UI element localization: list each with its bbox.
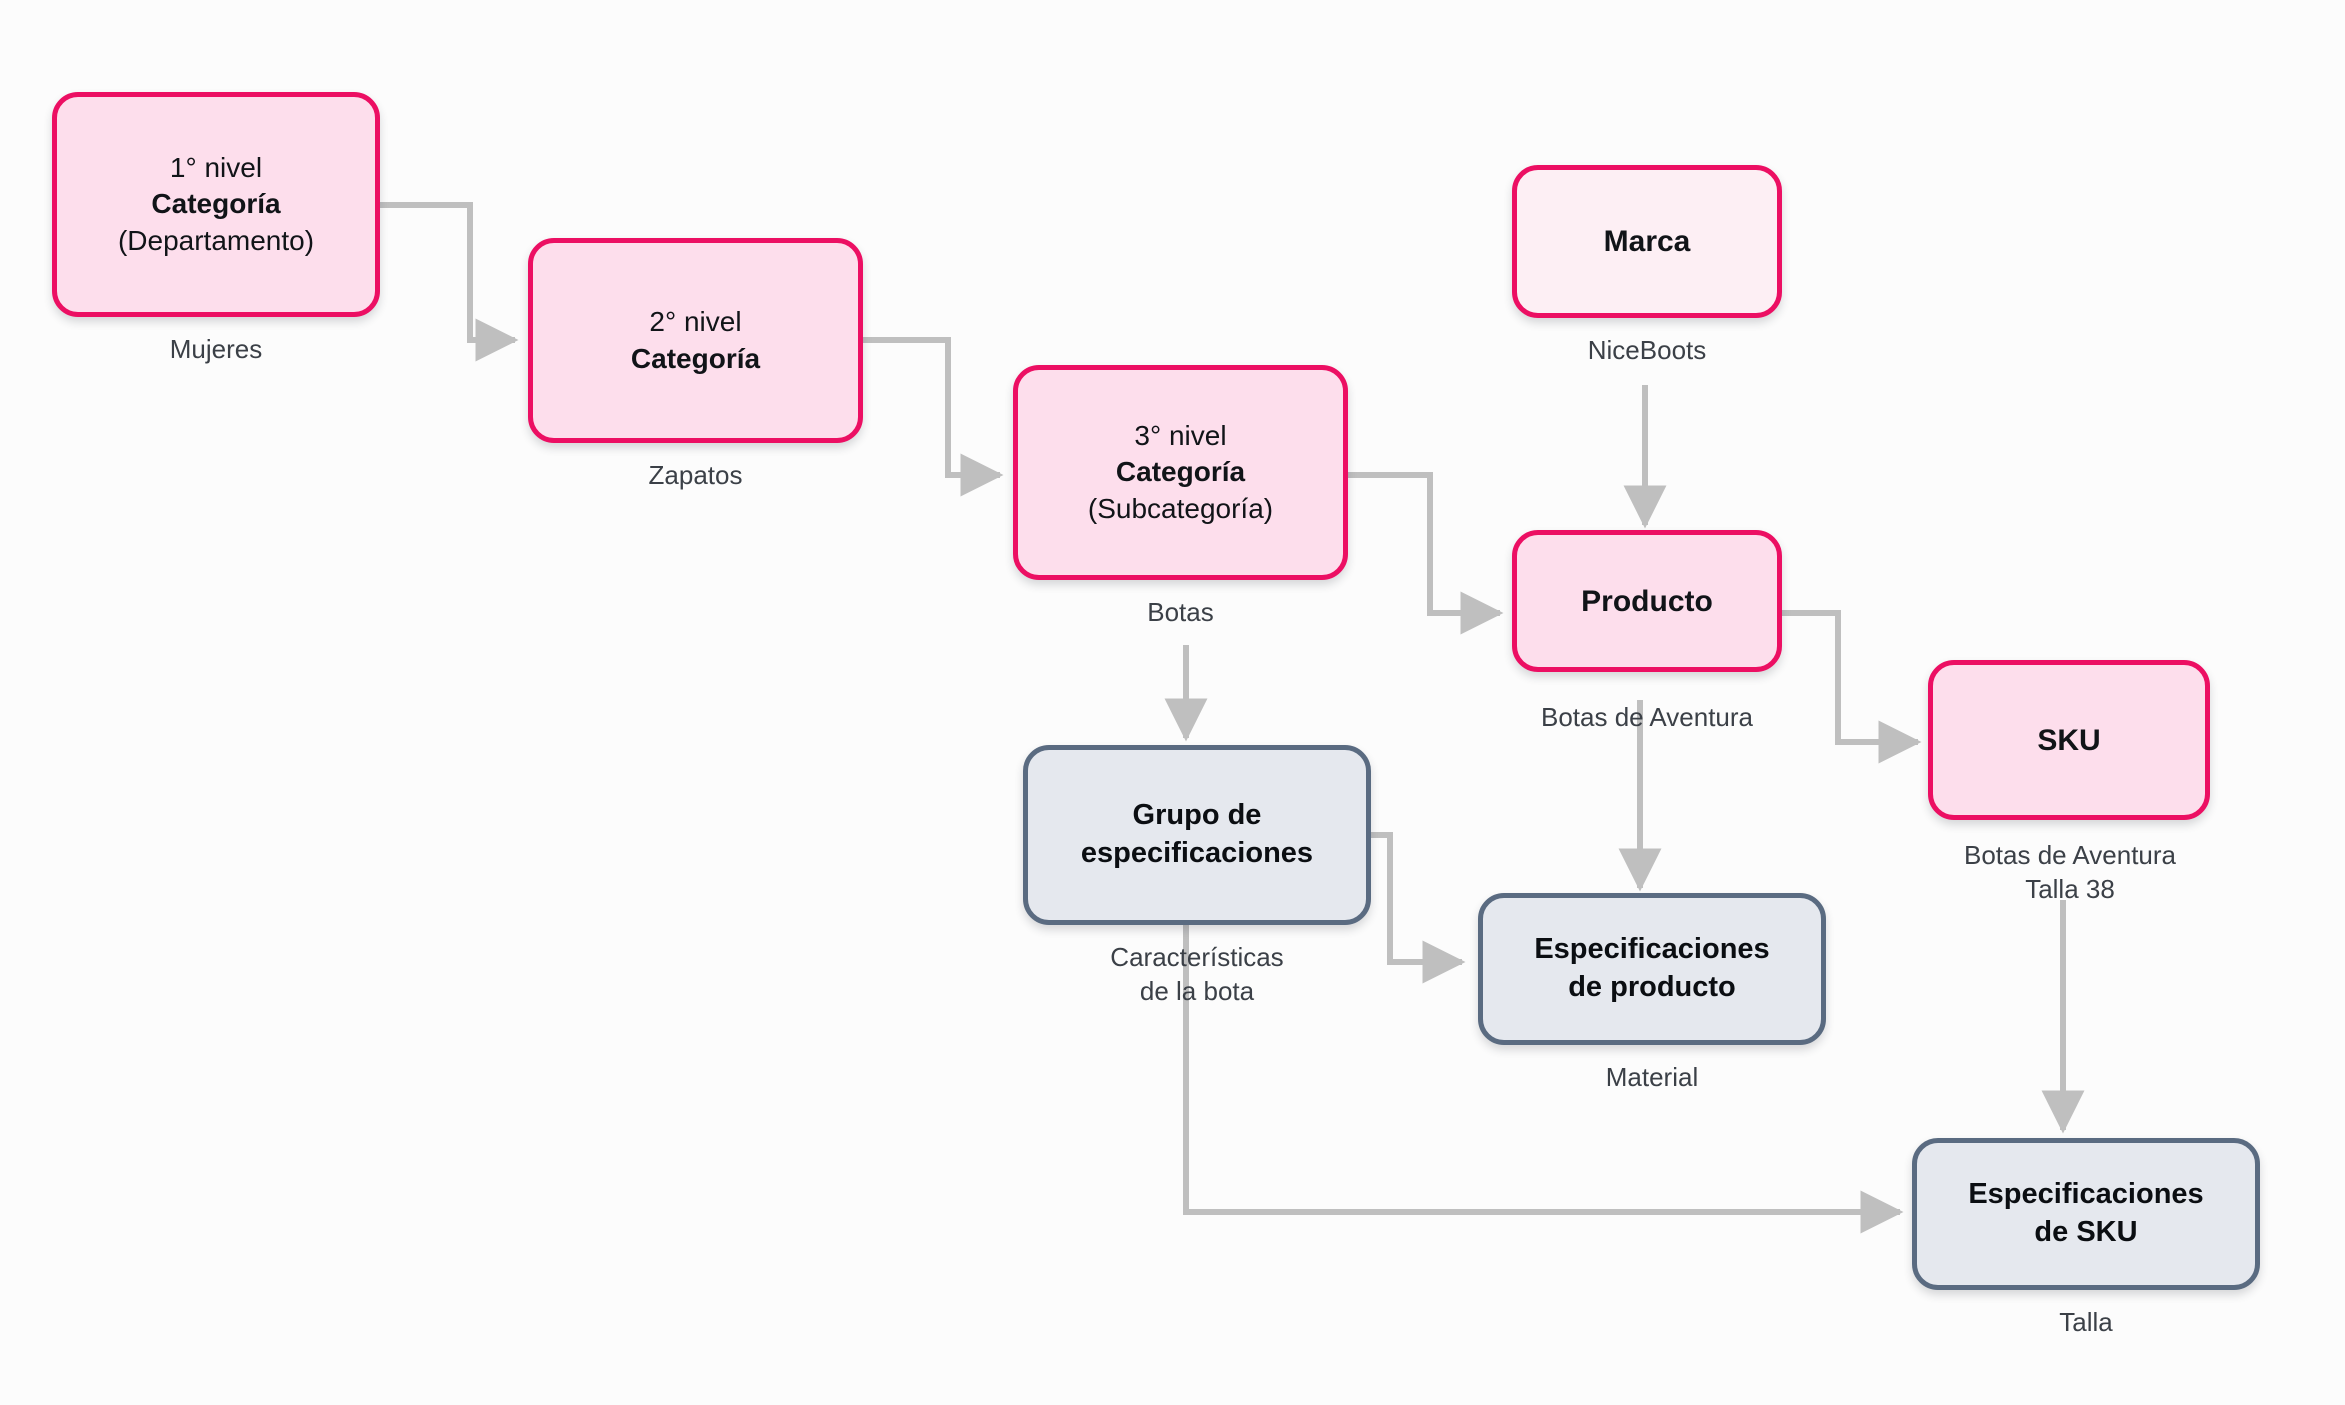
caption-especificaciones-de-producto: Material — [1605, 1062, 1699, 1092]
node-line: Especificaciones — [1534, 933, 1770, 966]
caption-marca: NiceBoots — [1587, 335, 1707, 365]
node-grupo-de-especificaciones[interactable]: Grupo de especificaciones — [1023, 745, 1371, 925]
node-line: (Departamento) — [117, 224, 315, 256]
node-categoria-nivel-1[interactable]: 1° nivel Categoría (Departamento) — [52, 92, 380, 317]
edge-grupo-to-especificaciones-producto — [1370, 832, 1466, 984]
caption-grupo-de-especificaciones: Características de la bota — [1110, 942, 1284, 1007]
node-marca[interactable]: Marca — [1512, 165, 1782, 318]
node-line: Producto — [1581, 584, 1713, 618]
node-especificaciones-de-producto[interactable]: Especificaciones de producto — [1478, 893, 1826, 1045]
caption-sku: Botas de Aventura Talla 38 — [1963, 840, 2176, 905]
node-categoria-nivel-3[interactable]: 3° nivel Categoría (Subcategoría) — [1013, 365, 1348, 580]
node-line: de producto — [1568, 971, 1736, 1003]
node-line: Grupo de — [1132, 799, 1262, 832]
node-line: especificaciones — [1080, 837, 1314, 869]
node-line: (Subcategoría) — [1087, 492, 1274, 524]
node-line: Categoría — [630, 342, 761, 374]
node-line: Categoría — [1115, 456, 1246, 488]
node-line: 2° nivel — [649, 306, 742, 338]
caption-categoria-nivel-2: Zapatos — [648, 460, 743, 490]
caption-categoria-nivel-3: Botas — [1147, 597, 1214, 627]
node-line: 1° nivel — [169, 151, 263, 183]
node-line: Especificaciones — [1968, 1178, 2204, 1211]
node-line: Categoría — [151, 188, 281, 220]
edge-categoria2-to-categoria3 — [863, 337, 1004, 497]
node-line: SKU — [2037, 723, 2101, 757]
edge-categoria1-to-categoria2 — [380, 202, 519, 362]
node-categoria-nivel-2[interactable]: 2° nivel Categoría — [528, 238, 863, 443]
node-producto[interactable]: Producto — [1512, 530, 1782, 672]
caption-producto: Botas de Aventura — [1540, 702, 1753, 732]
caption-especificaciones-de-sku: Talla — [2059, 1307, 2113, 1337]
node-line: de SKU — [2034, 1216, 2138, 1248]
node-sku[interactable]: SKU — [1928, 660, 2210, 820]
caption-categoria-nivel-1: Mujeres — [169, 334, 263, 364]
node-line: 3° nivel — [1134, 419, 1227, 451]
node-line: Marca — [1603, 225, 1691, 258]
edge-categoria3-to-producto — [1348, 472, 1504, 635]
node-especificaciones-de-sku[interactable]: Especificaciones de SKU — [1912, 1138, 2260, 1290]
